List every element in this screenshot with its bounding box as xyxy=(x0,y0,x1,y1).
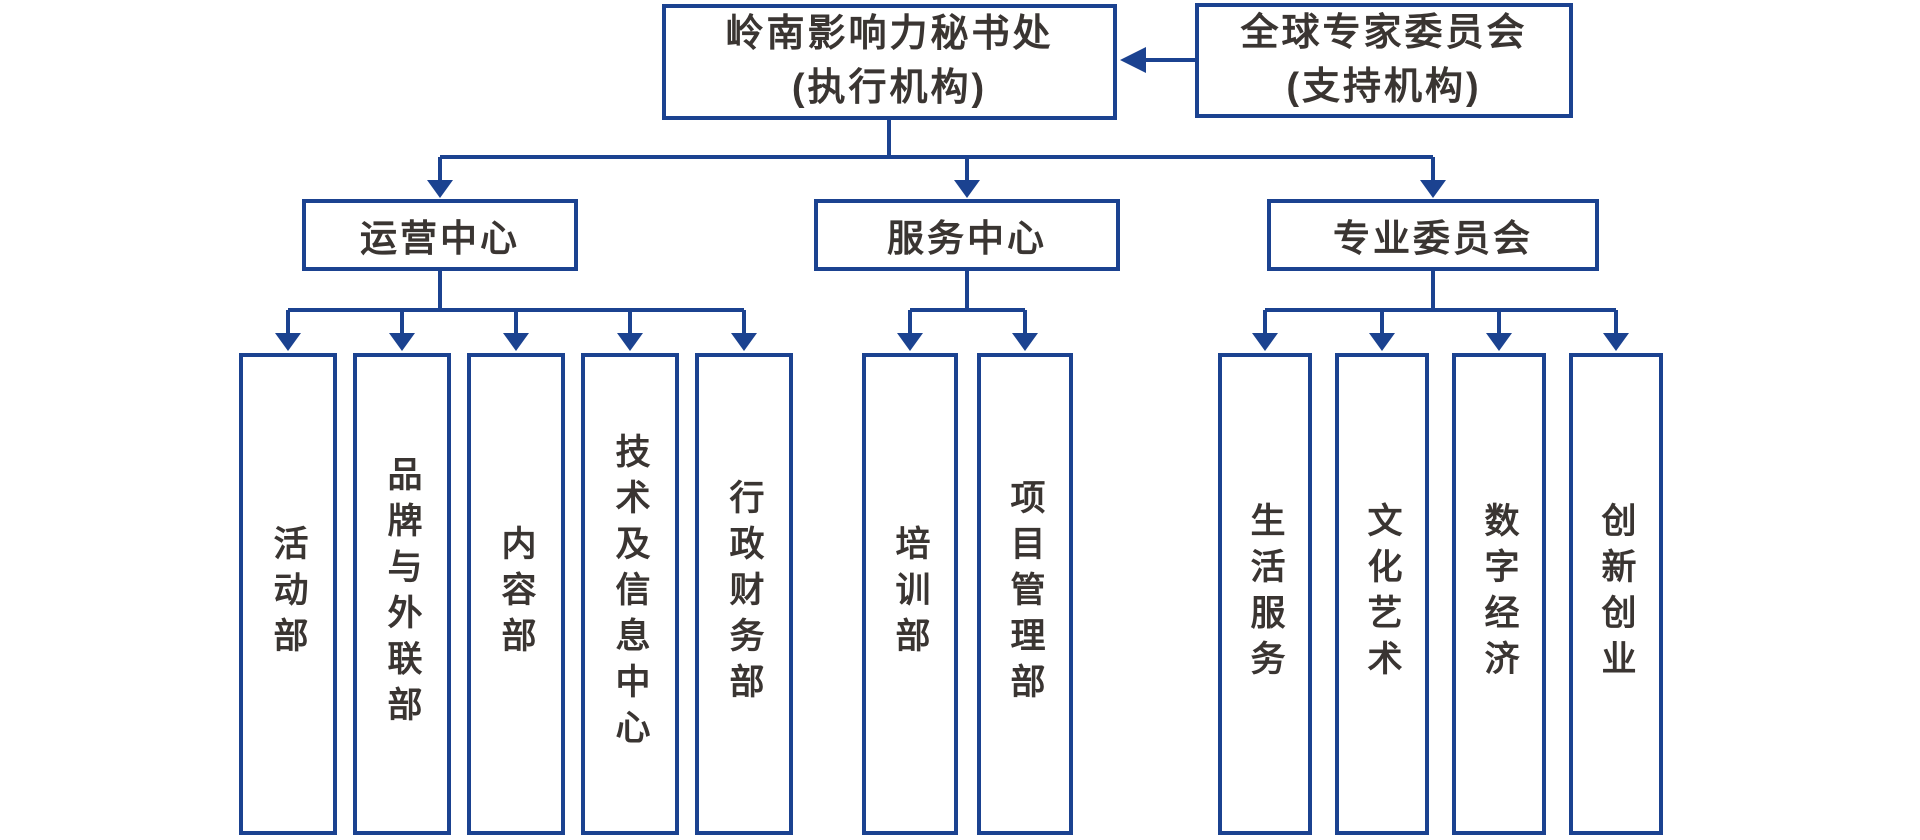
box-project-mgmt-dept: 项目管理部 xyxy=(977,353,1073,835)
culture-art-label: 文化艺术 xyxy=(1362,502,1402,686)
operations-children-connector xyxy=(275,271,757,351)
arrow-down-icon xyxy=(617,333,643,351)
arrow-down-icon xyxy=(503,333,529,351)
arrow-down-icon xyxy=(275,333,301,351)
arrow-down-icon xyxy=(897,333,923,351)
box-service-center: 服务中心 xyxy=(814,199,1120,271)
admin-finance-dept-label: 行政财务部 xyxy=(724,479,764,709)
project-mgmt-dept-label: 项目管理部 xyxy=(1005,479,1045,709)
digital-economy-label: 数字经济 xyxy=(1479,502,1519,686)
activity-dept-label: 活动部 xyxy=(268,525,308,663)
arrow-down-icon xyxy=(1012,333,1038,351)
arrow-down-icon xyxy=(1252,333,1278,351)
box-admin-finance-dept: 行政财务部 xyxy=(695,353,793,835)
brand-external-dept-label: 品牌与外联部 xyxy=(382,456,422,732)
box-tech-info-center: 技术及信息中心 xyxy=(581,353,679,835)
box-activity-dept: 活动部 xyxy=(239,353,337,835)
arrow-down-icon xyxy=(954,180,980,198)
arrow-down-icon xyxy=(1603,333,1629,351)
support-to-executive-connector xyxy=(1120,47,1195,73)
box-brand-external-dept: 品牌与外联部 xyxy=(353,353,451,835)
arrow-down-icon xyxy=(1369,333,1395,351)
box-secretariat: 岭南影响力秘书处 (执行机构) xyxy=(662,4,1117,120)
service-center-label: 服务中心 xyxy=(887,218,1047,259)
service-children-connector xyxy=(897,271,1038,351)
box-professional-committee: 专业委员会 xyxy=(1267,199,1599,271)
operations-center-label: 运营中心 xyxy=(360,218,520,259)
arrow-down-icon xyxy=(1486,333,1512,351)
expert-committee-name: 全球专家委员会 xyxy=(1240,11,1528,54)
content-dept-label: 内容部 xyxy=(496,525,536,663)
box-life-service: 生活服务 xyxy=(1218,353,1312,835)
box-digital-economy: 数字经济 xyxy=(1452,353,1546,835)
professional-committee-label: 专业委员会 xyxy=(1333,218,1533,259)
box-training-dept: 培训部 xyxy=(862,353,958,835)
arrow-down-icon xyxy=(731,333,757,351)
arrow-down-icon xyxy=(427,180,453,198)
arrow-down-icon xyxy=(389,333,415,351)
box-culture-art: 文化艺术 xyxy=(1335,353,1429,835)
arrow-left-icon xyxy=(1120,47,1146,73)
expert-committee-role: (支持机构) xyxy=(1286,65,1482,108)
training-dept-label: 培训部 xyxy=(890,525,930,663)
tech-info-center-label: 技术及信息中心 xyxy=(610,433,650,755)
box-innovation-entrepreneurship: 创新创业 xyxy=(1569,353,1663,835)
arrow-down-icon xyxy=(1420,180,1446,198)
box-operations-center: 运营中心 xyxy=(302,199,578,271)
level1-connector xyxy=(427,120,1446,198)
box-expert-committee: 全球专家委员会 (支持机构) xyxy=(1195,3,1573,118)
box-content-dept: 内容部 xyxy=(467,353,565,835)
innovation-entrepreneurship-label: 创新创业 xyxy=(1596,502,1636,686)
committee-children-connector xyxy=(1252,271,1629,351)
secretariat-name: 岭南影响力秘书处 xyxy=(725,13,1054,56)
life-service-label: 生活服务 xyxy=(1245,502,1285,686)
secretariat-role: (执行机构) xyxy=(791,67,988,109)
